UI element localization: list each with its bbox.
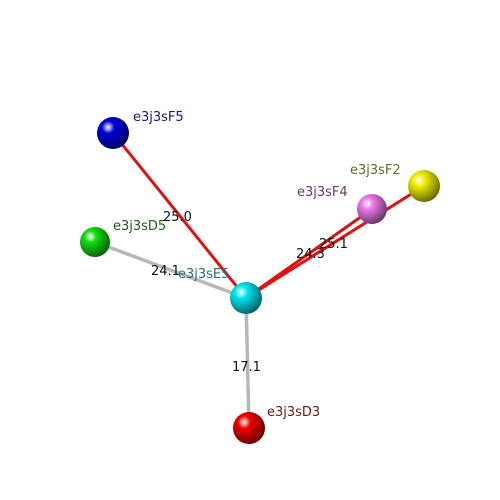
atom-e3j3sF5[interactable] (97, 117, 129, 149)
distance-label-e3j3sE5-e3j3sF2: 25.1 (319, 237, 348, 252)
distance-label-e3j3sE5-e3j3sD5: 24.1 (151, 264, 180, 279)
atom-label-e3j3sD3: e3j3sD3 (267, 405, 320, 420)
atom-e3j3sD3[interactable] (233, 412, 265, 444)
distance-line-e3j3sE5-e3j3sF2 (244, 184, 426, 300)
atom-e3j3sF4[interactable] (357, 194, 387, 224)
atom-label-e3j3sF2: e3j3sF2 (350, 163, 401, 178)
distance-label-e3j3sE5-e3j3sF5: 25.0 (163, 210, 192, 225)
atom-label-e3j3sF5: e3j3sF5 (133, 110, 184, 125)
distance-label-e3j3sE5-e3j3sD3: 17.1 (232, 360, 261, 375)
atom-label-e3j3sE5: e3j3sE5 (178, 267, 229, 282)
distance-line-e3j3sE5-e3j3sF5 (111, 131, 248, 300)
atom-label-e3j3sF4: e3j3sF4 (297, 185, 348, 200)
distance-line-e3j3sE5-e3j3sD3 (244, 296, 251, 430)
atom-e3j3sE5[interactable] (230, 282, 262, 314)
distance-line-e3j3sE5-e3j3sD5 (93, 240, 248, 300)
atom-e3j3sD5[interactable] (80, 227, 110, 257)
distance-label-e3j3sE5-e3j3sF4: 24.3 (296, 247, 325, 262)
atom-e3j3sF2[interactable] (408, 170, 440, 202)
distance-label-layer: 25.0 24.1 24.325.1 17.1 (151, 210, 348, 375)
atom-label-e3j3sD5: e3j3sD5 (113, 219, 166, 234)
atom-layer (80, 117, 440, 444)
bond-layer (93, 131, 426, 430)
